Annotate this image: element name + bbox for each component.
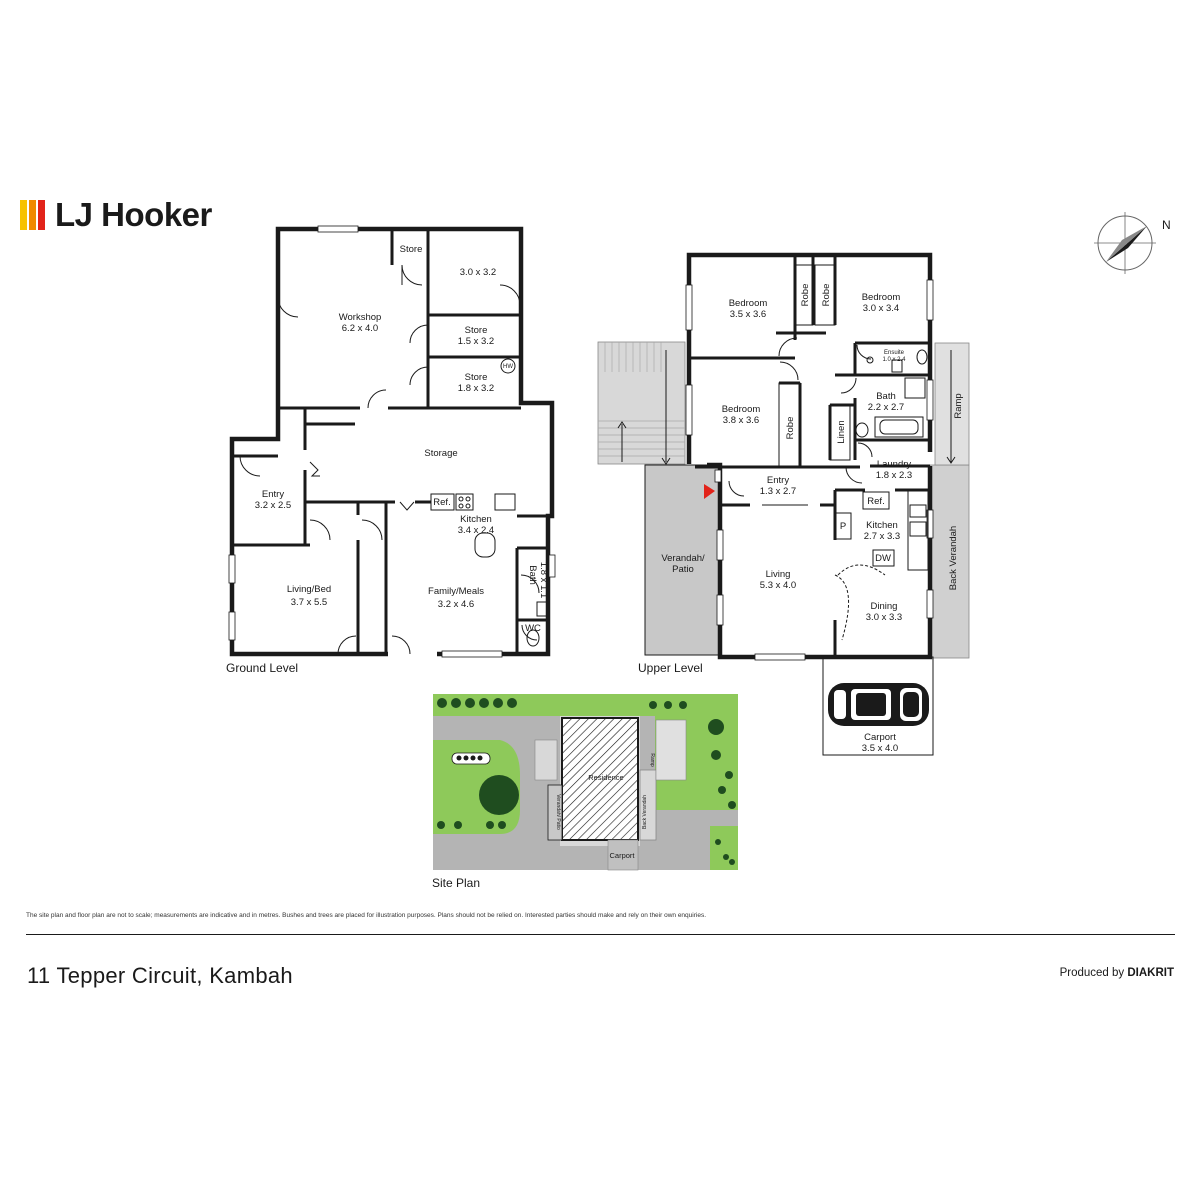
ground-family-meals-size: 3.2 x 4.6 bbox=[438, 599, 474, 610]
upper-ensuite-size: 1.0 x 2.4 bbox=[882, 357, 906, 363]
site-carport-label: Carport bbox=[609, 851, 635, 860]
ground-entry-label: Entry bbox=[262, 489, 284, 500]
ground-living-bed-size: 3.7 x 5.5 bbox=[291, 597, 327, 608]
upper-laundry-size: 1.8 x 2.3 bbox=[876, 470, 912, 481]
ground-store-3-label: Store bbox=[465, 372, 488, 383]
brand-logo: LJ Hooker bbox=[20, 196, 212, 234]
divider bbox=[26, 934, 1175, 935]
site-residence-label: Residence bbox=[588, 773, 623, 782]
upper-dining-size: 3.0 x 3.3 bbox=[866, 612, 902, 623]
brand-bar-red bbox=[38, 200, 45, 230]
robe-3-label: Robe bbox=[785, 417, 796, 440]
producer-brand: DIAKRIT bbox=[1127, 967, 1174, 979]
upper-laundry-label: Laundry bbox=[877, 459, 912, 470]
upper-level-title: Upper Level bbox=[638, 661, 703, 675]
ground-wc-label: WC bbox=[525, 623, 541, 634]
ground-bath-label: Bath bbox=[527, 565, 538, 585]
ground-kitchen-size: 3.4 x 2.4 bbox=[458, 525, 494, 536]
upper-kitchen-size: 2.7 x 3.3 bbox=[864, 531, 900, 542]
ramp-label: Ramp bbox=[953, 393, 964, 418]
pantry-label: P bbox=[840, 521, 846, 532]
upper-verandah-label: Verandah/ bbox=[661, 553, 705, 564]
compass-north-label: N bbox=[1162, 218, 1171, 232]
upper-ref-label: Ref. bbox=[867, 496, 884, 507]
robe-2-label: Robe bbox=[821, 284, 832, 307]
ground-storage-label: Storage bbox=[424, 448, 457, 459]
upper-bedroom-1-size: 3.5 x 3.6 bbox=[730, 309, 766, 320]
brand-bar-yellow bbox=[20, 200, 27, 230]
ground-room-size: 3.0 x 3.2 bbox=[460, 267, 496, 278]
upper-level-plan: Bedroom 3.5 x 3.6 Bedroom 3.0 x 3.4 Bedr… bbox=[597, 252, 970, 756]
ground-workshop-size: 6.2 x 4.0 bbox=[342, 323, 378, 334]
ground-living-bed-label: Living/Bed bbox=[287, 584, 331, 595]
hot-water-label: HW bbox=[503, 364, 513, 370]
site-back-verandah-label: Back Verandah bbox=[642, 795, 648, 829]
back-verandah-label: Back Verandah bbox=[948, 526, 959, 590]
producer-prefix: Produced by bbox=[1059, 967, 1125, 979]
upper-bedroom-1-label: Bedroom bbox=[729, 298, 768, 309]
upper-verandah-size: Patio bbox=[672, 564, 694, 575]
site-ramp-label: Ramp bbox=[649, 753, 655, 767]
upper-bedroom-3-label: Bedroom bbox=[722, 404, 761, 415]
disclaimer-text: The site plan and floor plan are not to … bbox=[26, 912, 706, 919]
carport-label: Carport bbox=[864, 732, 896, 743]
ground-family-meals-label: Family/Meals bbox=[428, 586, 484, 597]
ground-ref-label: Ref. bbox=[433, 497, 450, 508]
brand-name: LJ Hooker bbox=[55, 196, 212, 233]
car-icon bbox=[828, 683, 929, 726]
upper-bedroom-2-label: Bedroom bbox=[862, 292, 901, 303]
linen-label: Linen bbox=[836, 420, 847, 443]
ground-store-2-size: 1.5 x 3.2 bbox=[458, 336, 494, 347]
brand-bar-orange bbox=[29, 200, 36, 230]
upper-living-label: Living bbox=[766, 569, 791, 580]
upper-dining-label: Dining bbox=[871, 601, 898, 612]
upper-bath-size: 2.2 x 2.7 bbox=[868, 402, 904, 413]
ground-entry-size: 3.2 x 2.5 bbox=[255, 500, 291, 511]
upper-bedroom-3-size: 3.8 x 3.6 bbox=[723, 415, 759, 426]
upper-kitchen-label: Kitchen bbox=[866, 520, 898, 531]
ground-workshop-label: Workshop bbox=[339, 312, 382, 323]
site-plan-title: Site Plan bbox=[432, 876, 480, 890]
ground-store-2-label: Store bbox=[465, 325, 488, 336]
upper-entry-label: Entry bbox=[767, 475, 789, 486]
ground-level-title: Ground Level bbox=[226, 661, 298, 675]
upper-ensuite-label: Ensuite bbox=[884, 350, 905, 356]
property-address: 11 Tepper Circuit, Kambah bbox=[27, 963, 293, 988]
ground-level-plan: Store 3.0 x 3.2 Workshop 6.2 x 4.0 Store… bbox=[228, 225, 556, 658]
site-verandah-label: Verandah/ Patio bbox=[555, 794, 561, 830]
upper-bath-label: Bath bbox=[876, 391, 896, 402]
site-plan: Residence Carport Verandah/ Patio Back V… bbox=[433, 694, 738, 871]
upper-bedroom-2-size: 3.0 x 3.4 bbox=[863, 303, 899, 314]
upper-entry-size: 1.3 x 2.7 bbox=[760, 486, 796, 497]
dishwasher-label: DW bbox=[875, 553, 891, 564]
compass-icon: N bbox=[1094, 212, 1171, 274]
carport-size: 3.5 x 4.0 bbox=[862, 743, 898, 754]
ground-store-3-size: 1.8 x 3.2 bbox=[458, 383, 494, 394]
ground-bath-size: 1.8 x 1.1 bbox=[538, 562, 549, 598]
entry-marker-icon bbox=[704, 484, 715, 499]
upper-living-size: 5.3 x 4.0 bbox=[760, 580, 796, 591]
robe-1-label: Robe bbox=[800, 284, 811, 307]
ground-kitchen-label: Kitchen bbox=[460, 514, 492, 525]
producer-credit: Produced by DIAKRIT bbox=[1060, 967, 1174, 979]
ground-store-label: Store bbox=[400, 244, 423, 255]
